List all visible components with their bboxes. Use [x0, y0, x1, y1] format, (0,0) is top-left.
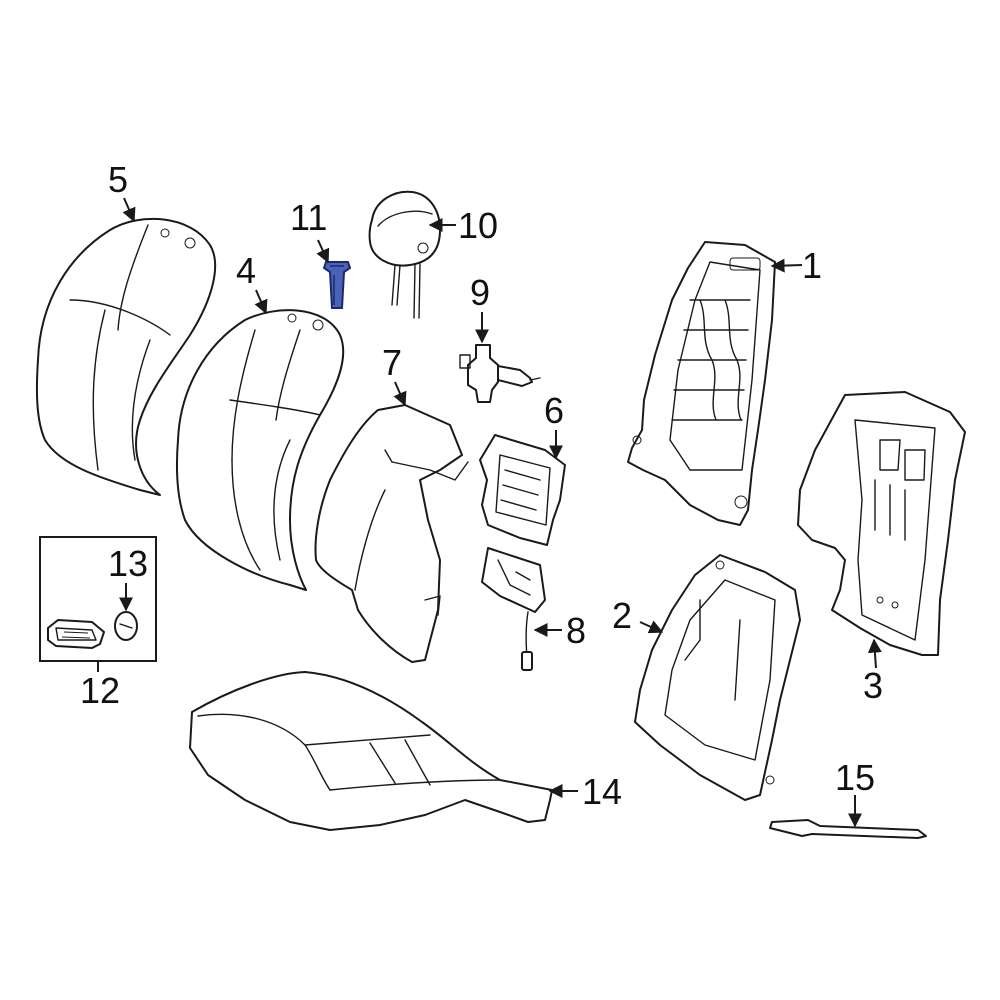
callout-labels: 1 2 3 4 5 6 7 8 9 10 11 12 13 14 15 — [80, 159, 883, 812]
callout-7: 7 — [382, 342, 402, 383]
part-14-seat-cushion[interactable] — [189, 671, 553, 831]
part-3-seatback-panel[interactable] — [797, 391, 966, 656]
part-9-actuator[interactable] — [459, 344, 541, 403]
callout-8: 8 — [566, 610, 586, 651]
callout-12: 12 — [80, 670, 120, 711]
callout-3: 3 — [863, 665, 883, 706]
part-6-lumbar-support[interactable] — [479, 434, 566, 546]
callout-6: 6 — [544, 390, 564, 431]
callout-11: 11 — [290, 197, 327, 238]
part-4-seatback-cushion[interactable] — [175, 309, 345, 591]
callout-1: 1 — [802, 245, 822, 286]
callout-2: 2 — [612, 595, 632, 636]
callout-14: 14 — [582, 771, 622, 812]
leader-lines — [97, 197, 882, 828]
callout-4: 4 — [236, 250, 256, 291]
callout-15: 15 — [835, 757, 875, 798]
part-7-seatback-pad[interactable] — [314, 404, 469, 663]
part-1-seatback-frame[interactable] — [627, 241, 776, 526]
part-8-lumbar-pad[interactable] — [481, 547, 546, 671]
part-13-knob[interactable] — [114, 611, 138, 641]
part-2-rear-frame[interactable] — [634, 554, 801, 801]
part-5-seatback-cover[interactable] — [35, 217, 217, 496]
part-10-headrest[interactable] — [368, 190, 441, 319]
callout-9: 9 — [470, 272, 490, 313]
part-15-bracket[interactable] — [769, 819, 927, 839]
callout-10: 10 — [458, 205, 498, 246]
callout-13: 13 — [108, 543, 148, 584]
part-11-headrest-guide[interactable] — [322, 261, 352, 309]
callout-5: 5 — [108, 159, 128, 200]
part-12-switch[interactable] — [47, 619, 105, 649]
